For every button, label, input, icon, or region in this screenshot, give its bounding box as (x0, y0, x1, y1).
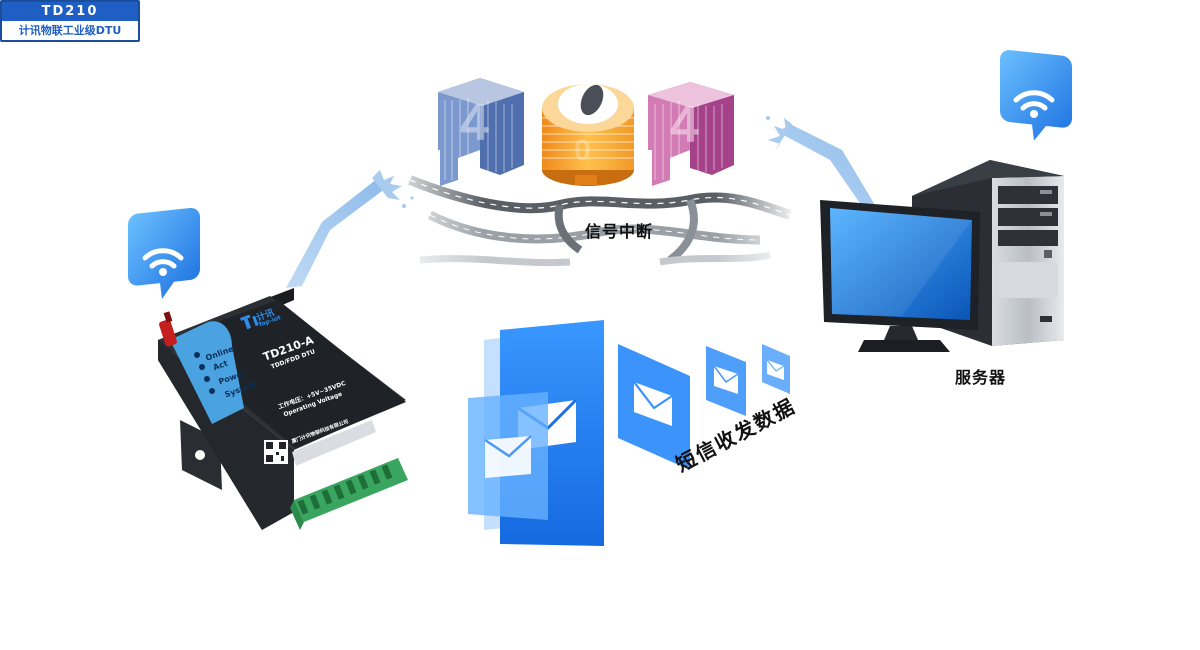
mail-icon (618, 344, 690, 470)
error-digit-3: 4 (670, 96, 699, 154)
wifi-icon (1000, 50, 1072, 141)
digit-four-left: 4 (438, 78, 524, 186)
digit-zero-middle: 0 (542, 84, 634, 186)
wifi-icon (128, 208, 200, 299)
error-digit-1: 4 (460, 94, 489, 152)
signal-beam-left (286, 170, 414, 288)
signal-break-label: 信号中断 (585, 222, 654, 241)
dtu-device (158, 288, 408, 530)
mail-icon (762, 344, 790, 394)
monitor-icon (820, 200, 980, 352)
product-tag-model: TD210 (2, 2, 138, 21)
product-tag-description: 计讯物联工业级DTU (18, 24, 122, 37)
product-tag: TD210 计讯物联工业级DTU (0, 0, 140, 42)
digit-four-right: 4 (648, 82, 734, 186)
server-label: 服务器 (955, 368, 1007, 387)
antenna-icon (159, 311, 177, 347)
error-digit-2: 0 (574, 134, 591, 167)
mail-icon (706, 346, 746, 416)
mail-icon (468, 392, 548, 520)
signal-beam-right (766, 116, 878, 212)
